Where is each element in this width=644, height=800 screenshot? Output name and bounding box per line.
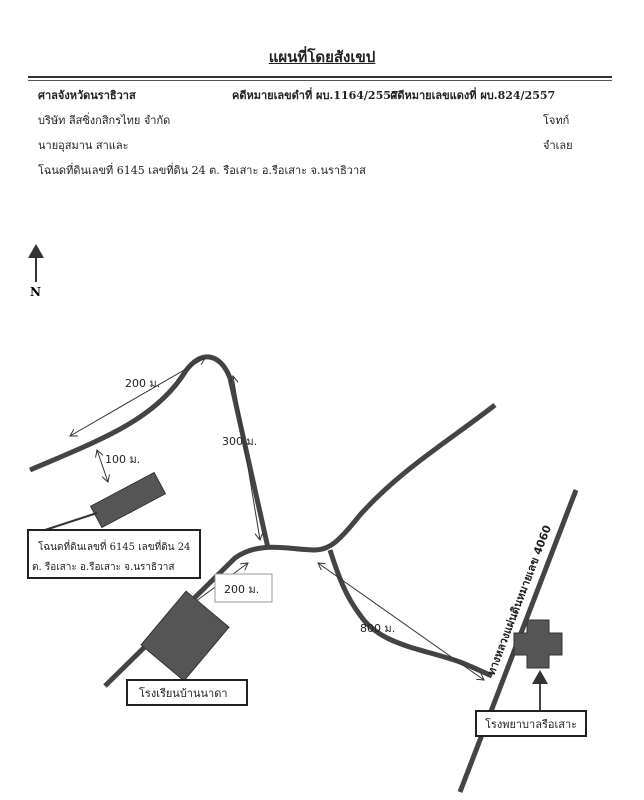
distance-label: 300 ม.: [222, 435, 257, 448]
distance-label: 100 ม.: [105, 453, 140, 466]
court-name: ศาลจังหวัดนราธิวาส: [38, 89, 136, 102]
red-case-number: คดีหมายเลขแดงที่ ผบ.824/2557: [390, 89, 556, 102]
plot-label-box: [27, 529, 201, 579]
defendant-name: นายอุสมาน สาและ: [38, 139, 129, 152]
distance-label: 200 ม.: [224, 583, 259, 596]
school-building: [140, 590, 230, 682]
black-case-number: คดีหมายเลขดำที่ ผบ.1164/2557: [232, 89, 399, 102]
divider: [28, 80, 612, 81]
distance-label: 200 ม.: [125, 377, 160, 390]
plot-label-line1: โฉนดที่ดินเลขที่ 6145 เลขที่ดิน 24: [38, 539, 190, 553]
plaintiff-name: บริษัท ลีสซิ่งกสิกรไทย จำกัด: [38, 114, 171, 127]
hospital-label-box: [475, 710, 587, 737]
land-deed: โฉนดที่ดินเลขที่ 6145 เลขที่ดิน 24 ต. รื…: [38, 164, 366, 177]
distance-label: 800 ม.: [360, 622, 395, 635]
defendant-role: จำเลย: [543, 139, 573, 152]
road-main: [103, 403, 497, 688]
land-plot: [89, 471, 167, 529]
plot-label-line2: ต. รือเสาะ อ.รือเสาะ จ.นราธิวาส: [32, 561, 174, 573]
divider: [28, 76, 612, 78]
school-label-box: [126, 679, 248, 706]
hospital-label: โรงพยาบาลรือเสาะ: [485, 717, 577, 731]
hospital-cross-icon: [513, 619, 563, 669]
page-title: แผนที่โดยสังเขป: [268, 48, 376, 66]
north-label: N: [30, 285, 41, 299]
school-label: โรงเรียนบ้านนาดา: [139, 686, 228, 700]
plaintiff-role: โจทก์: [543, 114, 570, 127]
road-branch: [327, 549, 493, 679]
